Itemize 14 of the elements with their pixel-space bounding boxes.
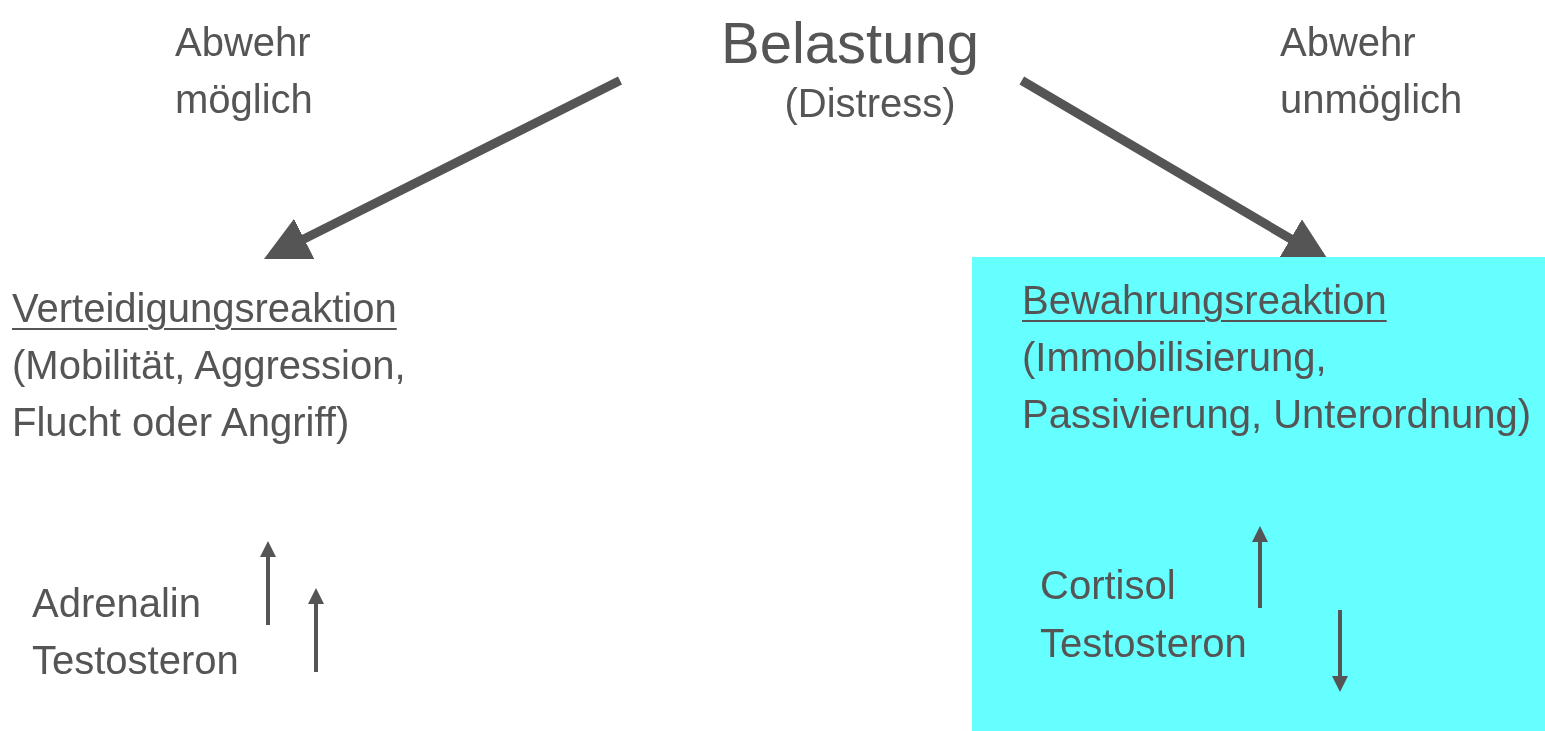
heading: Bewahrungsreaktion (1022, 277, 1388, 324)
edge-label: Abwehr unmöglich (1280, 19, 1464, 123)
hormone-label: Testosteron (1040, 620, 1248, 667)
title: Belastung (720, 9, 980, 77)
subtitle: (Distress) (783, 80, 957, 127)
heading: Verteidigungsreaktion (12, 285, 398, 332)
hormone-label: Cortisol (1040, 562, 1177, 609)
hormone-label: Adrenalin (32, 580, 202, 627)
hormone-label: Testosteron (32, 637, 240, 684)
description: (Immobilisierung, Passivierung, Unterordnung) (1022, 334, 1533, 438)
description: (Mobilität, Aggression, Flucht oder Angriff) (12, 342, 407, 446)
reaction-box (972, 257, 1545, 731)
edge-label: Abwehr möglich (175, 19, 314, 123)
arrow (263, 76, 623, 260)
